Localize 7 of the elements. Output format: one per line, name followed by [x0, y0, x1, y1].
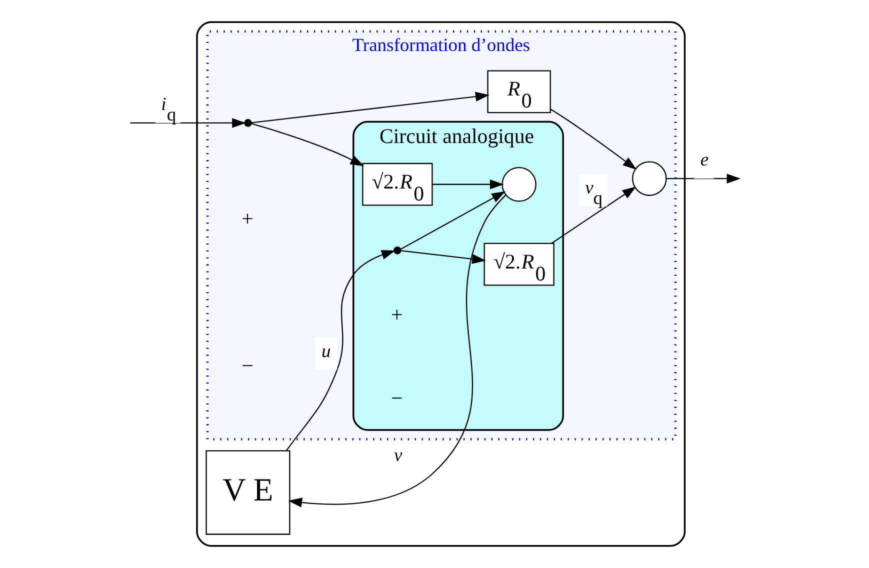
label: −	[391, 386, 403, 410]
edge-label: v	[394, 445, 402, 466]
label: +	[391, 302, 403, 327]
edge-label: u	[322, 340, 331, 362]
edge-label: e	[700, 150, 709, 171]
label: −	[242, 354, 254, 378]
label: +	[242, 206, 254, 230]
